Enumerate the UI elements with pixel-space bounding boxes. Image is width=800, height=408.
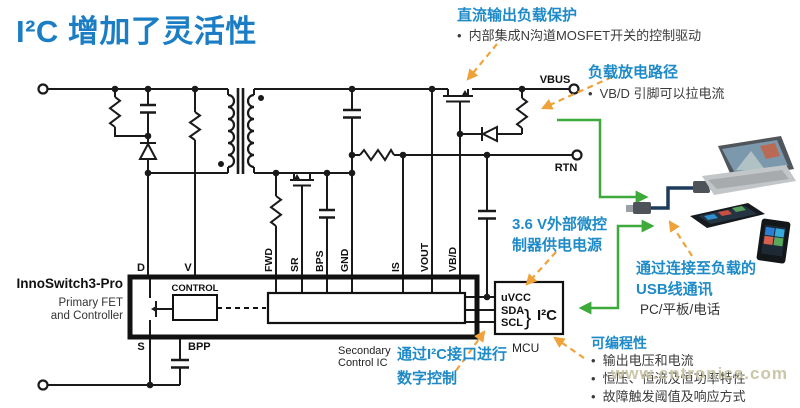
input-terminal-bottom: [37, 379, 49, 391]
mcu-bus-label: I²C: [537, 307, 557, 324]
orange-pointer-arrows: [449, 43, 693, 380]
mcu-supply-line2: 制器供电电源: [512, 237, 603, 254]
mcu-brace: }: [524, 305, 531, 330]
programmability-bullet-2: 恒压、恒流及恒功率特性: [591, 370, 746, 388]
mosfet-arrows: [151, 90, 469, 313]
mcu-pin-scl: SCL: [501, 317, 523, 329]
usb-comm-line2: USB线通讯: [636, 281, 713, 298]
pin-gnd-label: GND: [339, 248, 351, 272]
secondary-label-2: Control IC: [338, 357, 388, 369]
secondary-ic-block: [266, 291, 467, 325]
pin-bps-label: BPS: [314, 250, 326, 272]
transformer: [227, 88, 255, 174]
pointer-dc-protect: [466, 43, 498, 81]
device-desc-2: and Controller: [51, 310, 123, 322]
mcu-pin-uvcc: uVCC: [501, 292, 531, 304]
dc-protect-bullet: 内部集成N沟道MOSFET开关的控制驱动: [457, 27, 702, 45]
pin-is-label: IS: [390, 262, 402, 272]
usb-comm-arrow-to-mcu: [578, 266, 620, 315]
diodes: [138, 125, 498, 160]
dc-protect-heading: 直流输出负载保护: [457, 7, 578, 24]
device-name: InnoSwitch3-Pro: [16, 276, 123, 291]
control-label: CONTROL: [172, 283, 219, 294]
terminals: [37, 83, 583, 391]
programmability-bullet-1: 输出电压和电流: [591, 352, 694, 370]
pointer-discharge: [540, 75, 613, 110]
vbus-terminal: [568, 83, 580, 95]
usb-plug-b: [633, 202, 651, 214]
device-desc-1: Primary FET: [58, 297, 123, 309]
i2c-control-line1: 通过I²C接口进行: [397, 346, 507, 363]
laptop-image: [702, 136, 796, 195]
pin-fwd-label: FWD: [263, 248, 275, 272]
phone-image: [756, 218, 791, 264]
programmability-heading: 可编程性: [591, 335, 647, 351]
secondary-label-1: Secondary: [338, 345, 391, 357]
vbus-label: VBUS: [540, 74, 571, 86]
pointer-devices: [668, 220, 693, 257]
pin-vbd-label: VB/D: [447, 246, 459, 272]
i2c-control-note: 通过I²C接口进行 数字控制: [397, 343, 507, 391]
usb-plug-b-tip: [626, 205, 634, 212]
usb-plug-a: [693, 181, 710, 193]
capacitors: [140, 103, 496, 369]
usb-cable-wire: [650, 186, 694, 210]
usb-comm-note: 通过连接至负载的 USB线通讯 PC/平板/电话: [636, 258, 756, 320]
programmability-bullet-3: 故障触发阈值及响应方式: [591, 388, 746, 406]
usb-comm-line3: PC/平板/电话: [640, 302, 721, 317]
input-terminal-top: [37, 83, 49, 95]
rtn-label: RTN: [555, 162, 578, 174]
usb-comm-line1: 通过连接至负载的: [636, 260, 757, 277]
pointer-programmability: [553, 336, 585, 359]
i2c-control-line2: 数字控制: [397, 370, 458, 387]
discharge-heading: 负载放电路径: [588, 64, 679, 81]
green-arrows: [557, 118, 655, 315]
mcu-supply-line1: 3.6 V外部微控: [512, 216, 608, 233]
usb-comm-arrow-up: [616, 219, 655, 266]
mcu-supply-note: 3.6 V外部微控 制器供电电源: [512, 214, 607, 256]
innoswitch-package: [127, 274, 480, 340]
tablet-image: [690, 203, 765, 228]
pin-s-label: S: [137, 341, 144, 353]
usb-cable: [626, 181, 716, 214]
junction-dots: [111, 85, 526, 389]
pin-sr-label: SR: [289, 257, 301, 272]
rtn-terminal: [571, 149, 583, 161]
pin-d-label: D: [137, 262, 145, 274]
pin-v-label: V: [184, 262, 192, 274]
pin-vout-label: VOUT: [419, 242, 431, 272]
control-block: [172, 294, 218, 321]
mcu-label: MCU: [512, 341, 539, 355]
pin-bpp-label: BPP: [188, 341, 211, 353]
mcu-pin-sda: SDA: [501, 305, 524, 317]
pointer-mcu-supply: [525, 251, 557, 286]
power-path-arrow: [557, 118, 649, 204]
discharge-bullet: VB/D 引脚可以拉电流: [588, 85, 725, 103]
page-title: I²C 增加了灵活性: [16, 14, 257, 49]
